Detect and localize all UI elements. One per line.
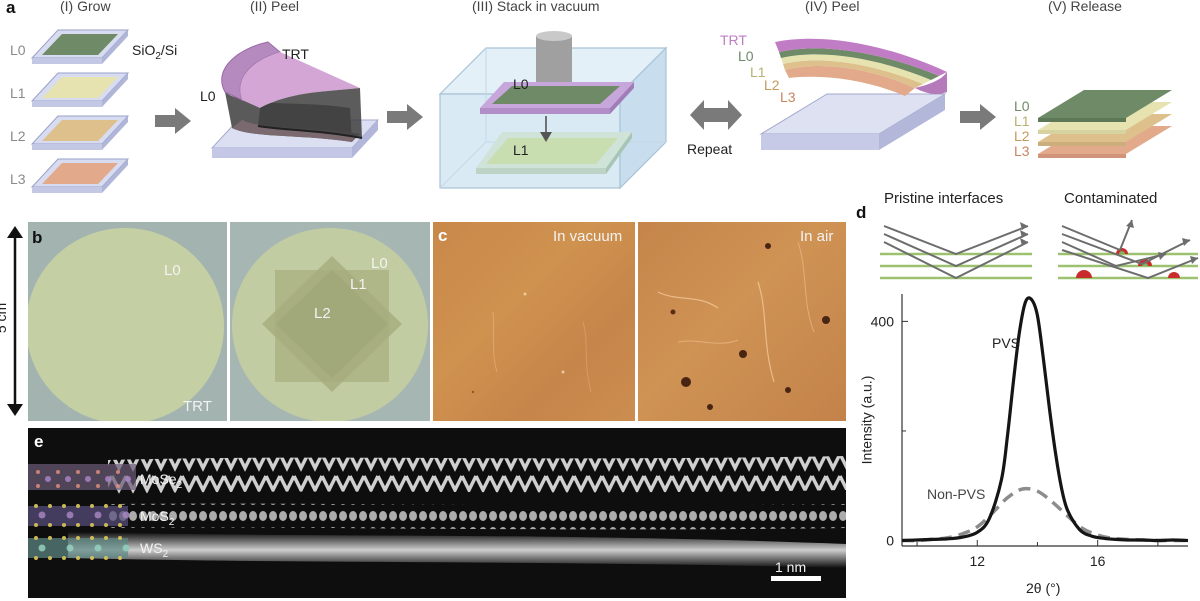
step-title-peel-1: (II) Peel — [250, 0, 299, 14]
repeat-double-arrow-icon — [690, 100, 742, 130]
schematic-pristine-title: Pristine interfaces — [884, 190, 1003, 207]
xrd-chart: 12 16 0 400 — [850, 288, 1198, 600]
step-title-peel-2: (IV) Peel — [805, 0, 859, 14]
afm-vacuum-label: In vacuum — [553, 228, 622, 245]
wafer-right-l1-label: L1 — [350, 276, 367, 293]
tem-scale-bar-label: 1 nm — [775, 559, 806, 575]
grow-label-l2: L2 — [10, 128, 26, 144]
wafer-left-l0-label: L0 — [164, 262, 181, 279]
release-l0-label: L0 — [1014, 98, 1030, 114]
layer-label-ws2: WS2 — [140, 540, 168, 560]
series-label-non-pvs: Non-PVS — [927, 486, 985, 502]
chart-x-axis-label: 2θ (°) — [1026, 580, 1060, 596]
stack-l0-label: L0 — [513, 76, 529, 92]
wafer-right-l0-label: L0 — [371, 255, 388, 272]
y-tick-label: 400 — [871, 313, 895, 329]
peel2-l3-label: L3 — [780, 89, 796, 105]
panel-c-letter: c — [438, 226, 447, 246]
grow-label-l1: L1 — [10, 85, 26, 101]
panel-d-letter: d — [856, 203, 866, 223]
interface-schematic — [880, 214, 1198, 286]
wafer-l2 — [32, 116, 128, 150]
wafer-l0 — [32, 30, 128, 64]
scale-label-5cm: 5 cm — [0, 303, 9, 333]
schematic-contaminated-title: Contaminated — [1064, 190, 1157, 207]
panel-b-letter: b — [32, 228, 42, 248]
release-stack — [1030, 80, 1180, 170]
vacuum-chamber — [436, 28, 674, 193]
layer-label-mose2: MoSe2 — [140, 471, 182, 491]
process-arrow-2-icon — [387, 104, 427, 130]
y-tick-label: 0 — [886, 533, 894, 549]
repeat-label: Repeat — [687, 141, 732, 157]
x-tick-label: 12 — [969, 553, 985, 569]
process-arrow-3-icon — [960, 104, 1000, 130]
panel-e-letter: e — [34, 432, 43, 452]
afm-in-air — [638, 222, 846, 421]
substrate-label: SiO2/Si — [132, 42, 177, 62]
layer-label-mos2: MoS2 — [140, 508, 174, 528]
wafer-left-trt-label: TRT — [183, 398, 212, 415]
series-label-pvs: PVS — [992, 335, 1020, 351]
peel2-l0-label: L0 — [738, 48, 754, 64]
x-tick-label: 16 — [1090, 553, 1106, 569]
process-arrow-1-icon — [155, 108, 195, 134]
step-title-stack: (III) Stack in vacuum — [472, 0, 600, 14]
grow-label-l0: L0 — [10, 42, 26, 58]
release-l2-label: L2 — [1014, 128, 1030, 144]
grow-wafers — [0, 0, 200, 210]
peel2-trt-label: TRT — [720, 32, 747, 48]
release-l3-label: L3 — [1014, 143, 1030, 159]
peel1-l0-label: L0 — [200, 88, 216, 104]
chart-y-axis-label: Intensity (a.u.) — [858, 376, 874, 465]
afm-air-label: In air — [800, 228, 833, 245]
peel1-trt-label: TRT — [282, 46, 309, 62]
step-title-release: (V) Release — [1048, 0, 1122, 14]
peel2-l2-label: L2 — [764, 77, 780, 93]
afm-in-vacuum — [433, 222, 635, 421]
photo-wafer-single — [28, 222, 227, 421]
series-line-pvs — [902, 298, 1188, 541]
grow-label-l3: L3 — [10, 171, 26, 187]
stack-l1-label: L1 — [513, 142, 529, 158]
wafer-right-l2-label: L2 — [314, 305, 331, 322]
release-l1-label: L1 — [1014, 113, 1030, 129]
wafer-l3 — [32, 159, 128, 193]
wafer-l1 — [32, 73, 128, 107]
